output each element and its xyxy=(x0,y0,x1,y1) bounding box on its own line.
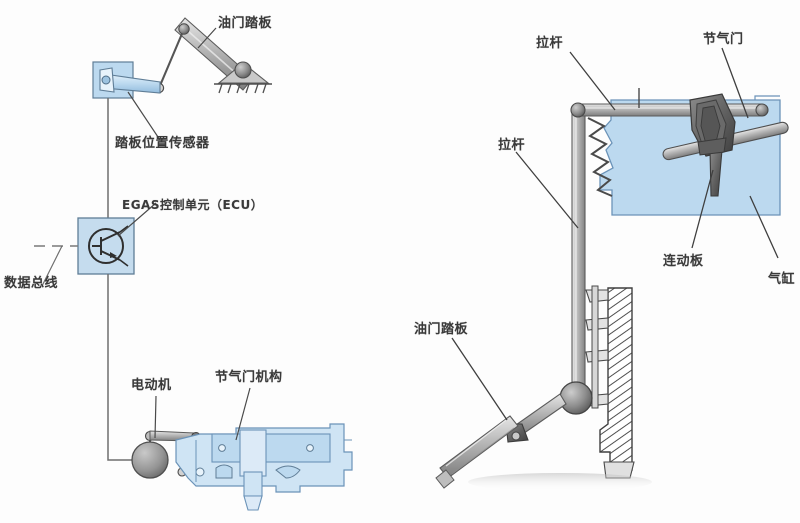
return-spring xyxy=(587,117,613,197)
egas-ecu-box xyxy=(77,217,135,275)
lower-pivot-knob xyxy=(559,381,593,415)
firewall-hatched-wall xyxy=(585,285,635,479)
accelerator-pedal-plate-right xyxy=(435,415,519,489)
label-data-bus: 数据总线 xyxy=(4,276,59,291)
label-pull-rod-upper: 拉杆 xyxy=(536,36,564,51)
right-linkage-group xyxy=(435,47,789,491)
label-throttle-mechanism: 节气门机构 xyxy=(215,370,283,385)
ground-shadow xyxy=(468,473,652,491)
right-leader-lines xyxy=(451,47,779,421)
pedal-position-sensor xyxy=(92,61,161,99)
horizontal-pull-rod xyxy=(570,102,769,118)
label-electric-motor: 电动机 xyxy=(131,378,172,393)
left-schematic-group xyxy=(34,17,353,511)
data-bus-line xyxy=(34,245,78,287)
label-cylinder: 气缸 xyxy=(768,272,796,287)
label-throttle-valve: 节气门 xyxy=(703,32,744,47)
pedal-mount-base xyxy=(214,61,272,94)
vertical-main-rod xyxy=(571,107,586,399)
throttle-mechanism-body xyxy=(175,423,353,511)
left-leader-lines xyxy=(117,27,251,441)
label-egas-control-unit: EGAS控制单元（ECU） xyxy=(122,198,264,212)
label-accelerator-pedal-left: 油门踏板 xyxy=(218,16,273,31)
label-linkage-plate: 连动板 xyxy=(663,254,704,269)
label-accelerator-pedal-right: 油门踏板 xyxy=(414,322,469,337)
label-pedal-position-sensor: 踏板位置传感器 xyxy=(115,136,210,151)
ecu-to-motor-wire xyxy=(107,274,132,461)
label-pull-rod-lower: 拉杆 xyxy=(498,138,526,153)
